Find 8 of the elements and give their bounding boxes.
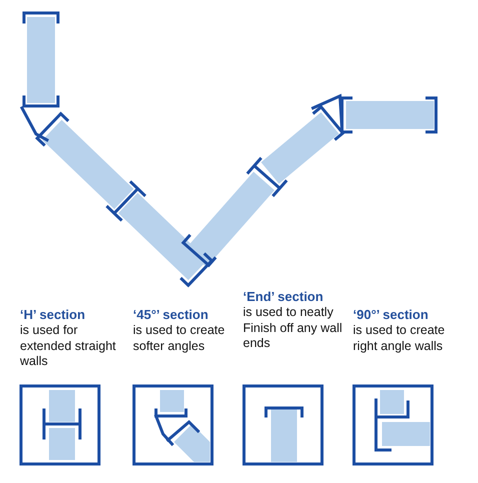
section-description: is used to create right angle walls: [353, 323, 446, 354]
section-description: is used for extended straight walls: [20, 323, 117, 370]
section-description: is used to create softer angles: [133, 323, 226, 354]
section-description: is used to neatly Finish off any wall ends: [243, 305, 344, 352]
section-heading: ‘End’ section: [243, 289, 324, 305]
section-heading: ‘90°’ section: [353, 307, 430, 323]
section-heading: ‘H’ section: [20, 307, 86, 323]
section-heading: ‘45°’ section: [133, 307, 210, 323]
